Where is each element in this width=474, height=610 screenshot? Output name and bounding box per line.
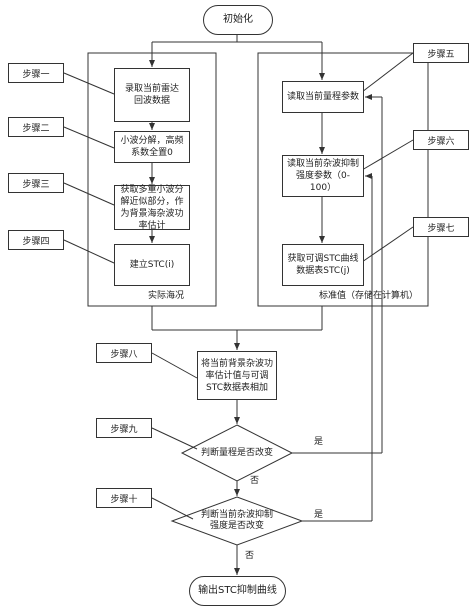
decision-suppression-changed: 判断当前杂波抑制强度是否改变 <box>200 510 273 531</box>
right-panel-label: 标准值（存储在计算机） <box>319 291 419 301</box>
left-panel-label: 实际海况 <box>148 291 185 301</box>
process-box-read-range: 读取当前量程参数 <box>282 81 364 113</box>
process-box-wavelet: 小波分解，高频系数全置0 <box>114 131 190 163</box>
process-box-background-estimate: 获取多重小波分解近似部分，作为背景海杂波功率估计 <box>114 185 190 231</box>
process-box-capture-echo: 录取当前雷达回波数据 <box>114 68 190 122</box>
step-label-3: 步骤三 <box>8 173 64 193</box>
process-box-read-suppression: 读取当前杂波抑制强度参数（0-100） <box>282 155 364 197</box>
right-panel-frame <box>257 52 429 307</box>
step-label-4: 步骤四 <box>8 230 64 250</box>
process-box-add-tables: 将当前背景杂波功率估计值与可调STC数据表相加 <box>197 351 277 400</box>
step-label-2: 步骤二 <box>8 117 64 137</box>
decision-range-no: 否 <box>250 476 260 486</box>
step-label-5: 步骤五 <box>413 43 469 63</box>
decision-suppression-yes: 是 <box>314 510 324 520</box>
step-label-8: 步骤八 <box>96 343 152 363</box>
step-label-1: 步骤一 <box>8 63 64 83</box>
start-terminal: 初始化 <box>203 5 273 35</box>
step-label-9: 步骤九 <box>96 418 152 438</box>
decision-suppression-no: 否 <box>245 551 255 561</box>
step-label-7: 步骤七 <box>413 217 469 237</box>
step-label-6: 步骤六 <box>413 130 469 150</box>
step-label-10: 步骤十 <box>96 488 152 508</box>
end-terminal: 输出STC抑制曲线 <box>189 576 286 606</box>
decision-range-yes: 是 <box>314 437 324 447</box>
process-box-build-stc-i: 建立STC(i) <box>114 244 190 286</box>
process-box-get-stc-j: 获取可调STC曲线数据表STC(j) <box>282 244 364 286</box>
decision-range-changed: 判断量程是否改变 <box>200 447 273 458</box>
